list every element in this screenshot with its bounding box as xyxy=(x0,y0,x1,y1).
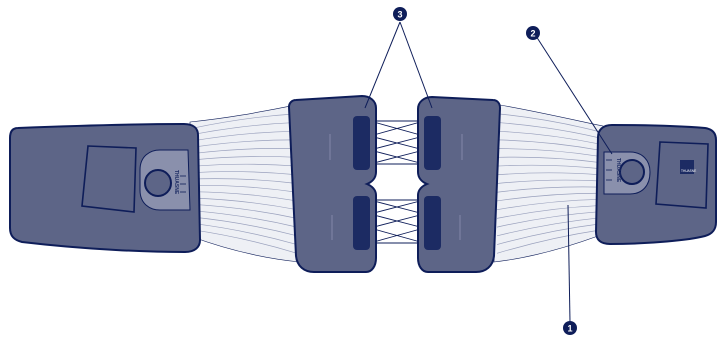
band-stripe xyxy=(191,216,298,237)
band-stripe xyxy=(191,163,298,167)
svg-text:1: 1 xyxy=(567,324,572,334)
right-fastener-ring xyxy=(619,159,645,185)
band-stripe xyxy=(191,210,298,228)
right-end-panel: THUASNE THUASNE xyxy=(594,123,717,246)
center-left-panel xyxy=(287,94,377,273)
band-stripe xyxy=(191,229,298,254)
callout-2: 2 xyxy=(526,26,540,40)
band-stripe xyxy=(191,222,298,245)
band-stripe xyxy=(496,113,602,133)
band-stripe xyxy=(496,223,602,245)
left-pocket xyxy=(81,145,137,213)
band-stripe xyxy=(191,191,298,202)
center-right-grip-top xyxy=(424,116,441,170)
band-stripe xyxy=(191,122,298,136)
band-stripe xyxy=(496,229,602,254)
lacing-cords xyxy=(369,120,425,244)
band-stripe xyxy=(496,148,602,157)
right-pocket xyxy=(655,141,709,209)
left-tab-arrows xyxy=(180,175,186,193)
left-end-panel: THUASNE xyxy=(9,122,202,254)
center-right-grip-bottom xyxy=(424,196,441,250)
right-logo-text: THUASNE xyxy=(681,169,696,173)
elastic-band-left xyxy=(189,104,301,263)
band-stripe xyxy=(191,178,298,184)
left-tab-brand: THUASNE xyxy=(173,170,179,195)
band-stripe xyxy=(191,156,298,161)
svg-text:3: 3 xyxy=(397,10,402,20)
band-stripe xyxy=(496,186,602,193)
center-left-grip-top xyxy=(353,116,370,170)
right-tab-brand: THUASNE xyxy=(615,158,621,183)
band-stripe xyxy=(496,179,602,184)
band-stripe xyxy=(496,130,602,145)
left-fastener-ring xyxy=(144,169,172,197)
band-stripe xyxy=(496,139,602,151)
band-stripe xyxy=(496,122,602,139)
center-right-panel xyxy=(417,95,502,273)
band-stripe xyxy=(191,171,298,176)
right-tab-arrows xyxy=(606,159,612,181)
band-stripe xyxy=(496,211,602,228)
band-stripe xyxy=(191,203,298,219)
right-brand-logo xyxy=(680,160,694,174)
band-stripe xyxy=(496,172,602,176)
center-left-grip-bottom xyxy=(353,196,370,250)
band-stripe xyxy=(496,217,602,237)
callout-leaders xyxy=(364,21,613,323)
band-stripe xyxy=(496,205,602,219)
band-stripe xyxy=(496,156,602,164)
band-stripe xyxy=(191,147,298,155)
band-stripe xyxy=(191,130,298,142)
elastic-band-right xyxy=(493,104,604,263)
band-stripe xyxy=(191,113,298,129)
band-stripe xyxy=(496,198,602,211)
callout-3: 3 xyxy=(393,7,407,21)
callout-1: 1 xyxy=(563,321,577,335)
band-stripe xyxy=(496,164,602,170)
band-stripe xyxy=(191,139,298,148)
band-stripe xyxy=(191,184,298,193)
band-stripe xyxy=(496,192,602,202)
band-stripe xyxy=(191,197,298,211)
svg-text:2: 2 xyxy=(530,29,535,39)
